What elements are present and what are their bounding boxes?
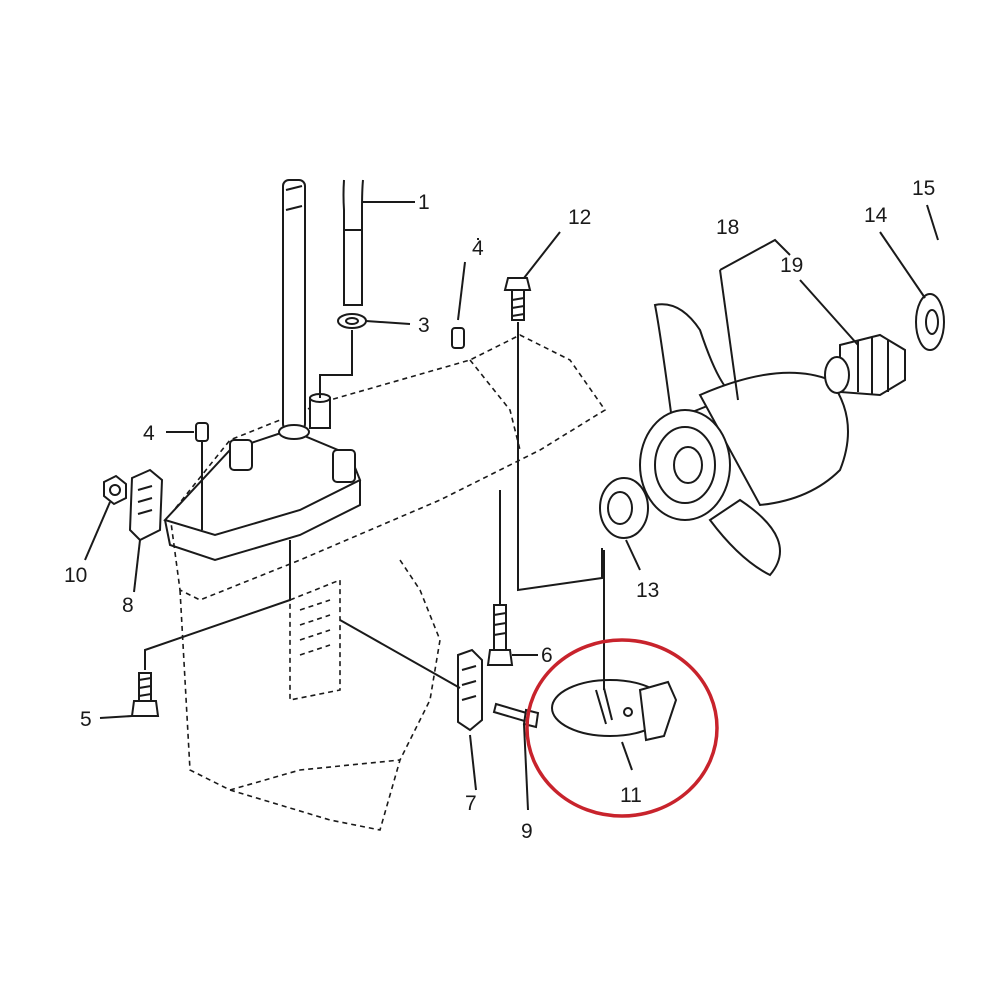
callout-9: 9	[521, 820, 533, 843]
dowel-pin-upper	[451, 327, 465, 349]
nut-10	[103, 474, 127, 506]
callout-4-upper: 4	[472, 237, 484, 260]
callout-13: 13	[636, 579, 659, 602]
callout-15: 15	[912, 177, 935, 200]
drive-shaft	[278, 179, 310, 440]
water-tube	[342, 179, 364, 306]
leader-lines	[84, 201, 939, 811]
callout-10: 10	[64, 564, 87, 587]
washer-14	[915, 293, 945, 351]
callout-7: 7	[465, 792, 477, 815]
callout-12: 12	[568, 206, 591, 229]
thrust-washer-13	[599, 477, 649, 539]
highlight-circle	[525, 638, 719, 818]
trim-tab-11	[551, 679, 678, 742]
callout-14: 14	[864, 204, 888, 227]
spacer-19	[824, 333, 906, 397]
bolt-12	[503, 277, 532, 321]
callout-5: 5	[80, 708, 92, 731]
bolt-5	[130, 672, 160, 717]
callout-4-left: 4	[143, 422, 155, 445]
callout-19: 19	[780, 254, 803, 277]
callout-1: 1	[418, 191, 430, 214]
bolt-6	[486, 604, 514, 666]
anode-7	[457, 648, 483, 732]
tube-seat	[309, 393, 331, 429]
callout-6: 6	[541, 644, 553, 667]
anode-8	[128, 468, 164, 542]
gearcase-plate	[163, 428, 362, 562]
callout-8: 8	[122, 594, 134, 617]
callout-18: 18	[716, 216, 739, 239]
callout-labels: 1 3 4 4 5 6 7 8 9 10 11 12 13 14 15 18 1…	[64, 177, 935, 843]
dowel-pin-left	[195, 422, 209, 442]
callout-3: 3	[418, 314, 430, 337]
callout-11: 11	[620, 784, 642, 807]
lower-unit-housing	[169, 334, 607, 831]
grommet	[337, 313, 367, 329]
propeller-18	[639, 303, 849, 577]
